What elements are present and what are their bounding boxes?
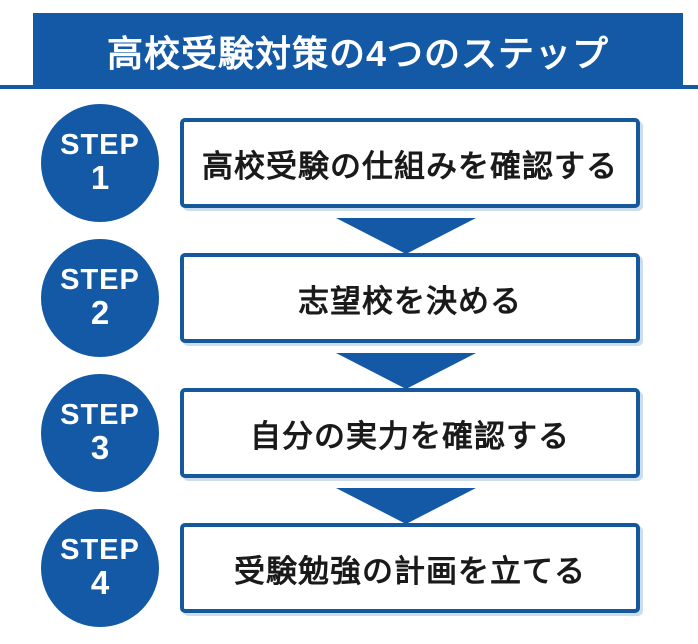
- step-4-badge-word: STEP: [60, 534, 140, 567]
- step-1-box: 高校受験の仕組みを確認する: [180, 118, 640, 208]
- down-arrow-icon: [336, 488, 476, 524]
- page-title: 高校受験対策の4つのステップ: [106, 32, 610, 74]
- step-4-label: 受験勉強の計画を立てる: [234, 553, 586, 589]
- step-1-badge-number: 1: [90, 158, 110, 196]
- step-3-badge-word: STEP: [60, 399, 140, 432]
- step-3-box: 自分の実力を確認する: [180, 388, 640, 478]
- down-arrow-icon: [336, 218, 476, 254]
- step-1-label: 高校受験の仕組みを確認する: [202, 148, 618, 184]
- step-2-badge: STEP 2: [41, 239, 159, 357]
- step-1-badge: STEP 1: [41, 104, 159, 222]
- step-1-badge-word: STEP: [60, 129, 140, 162]
- title-banner: 高校受験対策の4つのステップ: [33, 13, 683, 88]
- down-arrow-icon: [336, 353, 476, 389]
- step-3-badge: STEP 3: [41, 374, 159, 492]
- step-4-badge: STEP 4: [41, 509, 159, 627]
- step-3-label: 自分の実力を確認する: [250, 418, 570, 454]
- step-2-label: 志望校を決める: [298, 283, 522, 319]
- step-4-box: 受験勉強の計画を立てる: [180, 523, 640, 613]
- step-2-badge-number: 2: [90, 293, 110, 331]
- step-2-badge-word: STEP: [60, 264, 140, 297]
- step-3-badge-number: 3: [90, 428, 110, 466]
- step-4-badge-number: 4: [90, 563, 110, 601]
- step-2-box: 志望校を決める: [180, 253, 640, 343]
